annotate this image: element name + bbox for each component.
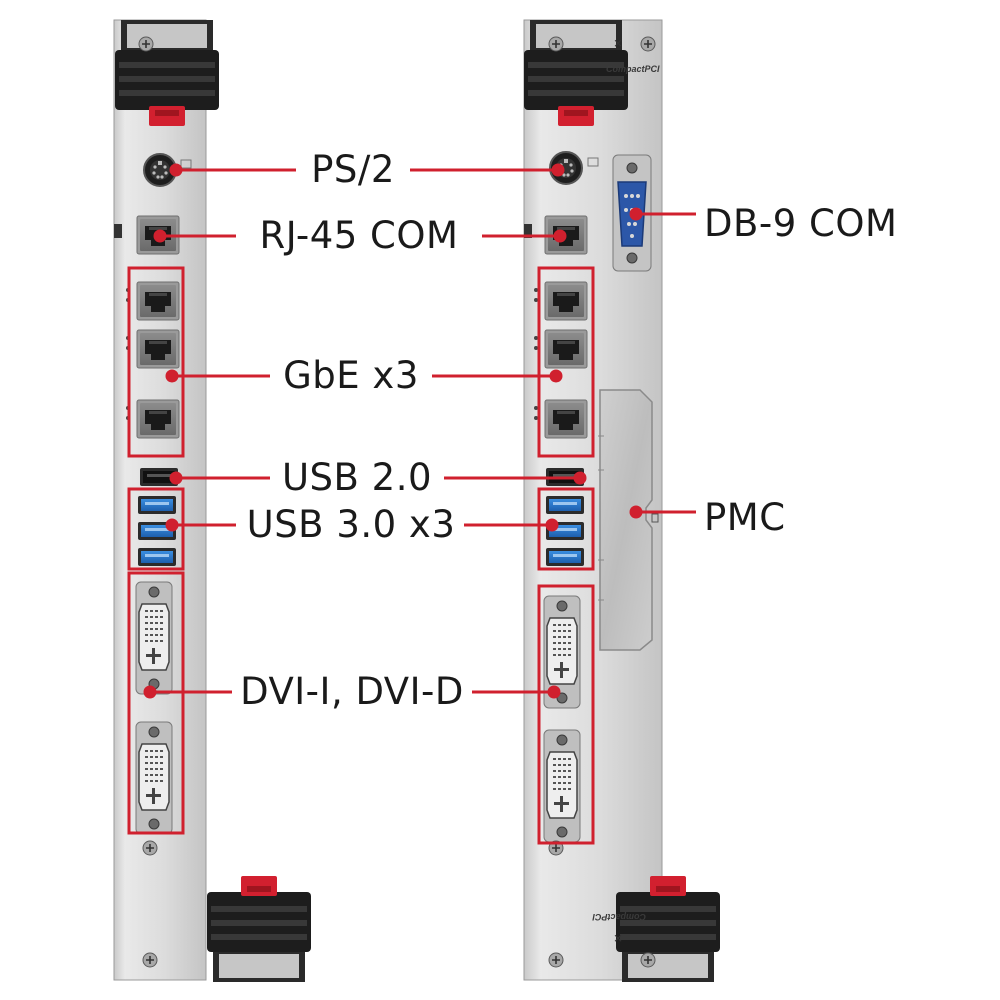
left-dvi-highlight-box xyxy=(127,571,185,835)
callout-pmc xyxy=(629,505,696,519)
label-db9-com: DB-9 COM xyxy=(704,202,898,245)
right-dvi-highlight-box xyxy=(537,584,595,845)
right-pmc-slot xyxy=(598,389,659,651)
right-panel-mark-bottom: CompactPCI xyxy=(592,912,646,922)
right-panel-mark-top: CompactPCI xyxy=(606,64,660,74)
label-dvi: DVI-I, DVI-D xyxy=(240,670,464,713)
label-ps2: PS/2 xyxy=(311,148,395,191)
label-pmc: PMC xyxy=(704,496,786,539)
left-gbe-highlight-box xyxy=(127,266,185,458)
left-bottom-handle xyxy=(207,876,311,982)
label-usb2: USB 2.0 xyxy=(281,456,433,499)
label-usb3: USB 3.0 x3 xyxy=(246,503,456,546)
label-gbe: GbE x3 xyxy=(283,354,419,397)
callout-rj45-com xyxy=(153,229,567,243)
label-rj45-com: RJ-45 COM xyxy=(259,214,459,257)
callout-gbe xyxy=(165,369,563,383)
right-panel: ⨯ CompactPCI xyxy=(523,19,720,982)
callout-ps2 xyxy=(169,163,565,177)
callout-usb3 xyxy=(165,518,559,532)
right-gbe-highlight-box xyxy=(537,266,595,458)
left-panel xyxy=(113,19,311,982)
svg-text:⨯: ⨯ xyxy=(613,931,623,945)
left-usb3-highlight-box xyxy=(127,487,185,571)
callout-dvi xyxy=(143,685,561,699)
callout-usb2 xyxy=(169,471,587,485)
right-gbe-ports xyxy=(534,281,588,439)
svg-text:⨯: ⨯ xyxy=(613,36,623,50)
callout-db9-com xyxy=(629,207,696,221)
right-usb3-highlight-box xyxy=(537,487,595,571)
